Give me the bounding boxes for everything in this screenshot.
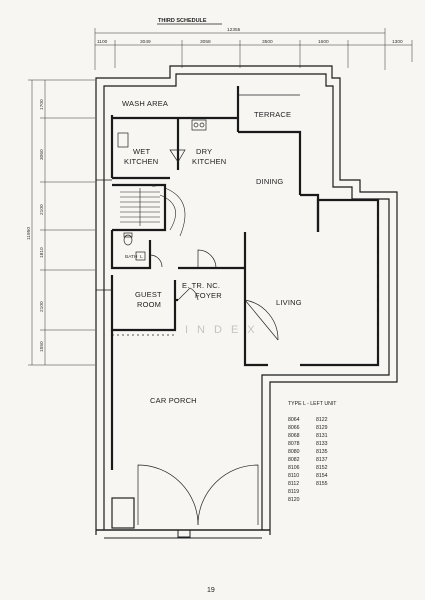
room-label-dry-kitchen-1: DRY	[196, 147, 212, 156]
unit-number: 8137	[316, 457, 328, 463]
unit-number: 8078	[288, 441, 300, 447]
unit-number: 8112	[288, 481, 299, 487]
top-dimension-3: 3058	[200, 39, 211, 45]
room-label-terrace: TERRACE	[254, 110, 291, 119]
left-dimension-3: 2100	[39, 204, 45, 215]
staircase	[120, 187, 186, 237]
top-dimension-2: 3049	[140, 39, 151, 45]
unit-number: 8064	[288, 417, 300, 423]
unit-number: 8080	[288, 449, 300, 455]
car-porch-front	[96, 497, 270, 539]
room-label-guest-room-2: ROOM	[137, 300, 161, 309]
unit-numbers-col1: 8064 8066 8068 8078 8080 8082 8106 8110 …	[288, 417, 300, 503]
room-label-guest-room-1: GUEST	[135, 290, 162, 299]
room-label-wash-area: WASH AREA	[122, 99, 168, 108]
glazing-lines	[96, 94, 379, 360]
unit-number: 8120	[288, 497, 300, 503]
unit-number: 8154	[316, 473, 328, 479]
unit-type-heading: TYPE L - LEFT UNIT	[288, 401, 337, 407]
unit-number: 8066	[288, 425, 300, 431]
room-label-living: LIVING	[276, 298, 302, 307]
site-boundary	[95, 65, 398, 535]
unit-number: 8155	[316, 481, 328, 487]
room-label-wet-kitchen-1: WET	[133, 147, 150, 156]
top-right-dimension: 1300	[392, 39, 403, 45]
room-label-car-porch: CAR PORCH	[150, 396, 197, 405]
unit-number: 8152	[316, 465, 328, 471]
watermark: INDEX	[185, 324, 264, 336]
unit-number: 8110	[288, 473, 299, 479]
room-label-dining: DINING	[256, 177, 283, 186]
left-dimensions	[28, 79, 95, 366]
room-label-foyer-2: FOYER	[195, 291, 222, 300]
left-dimension-2: 3060	[39, 149, 45, 160]
left-dimension-5: 2100	[39, 301, 45, 312]
room-label-wet-kitchen-2: KITCHEN	[124, 157, 158, 166]
bath-fixtures	[123, 232, 146, 261]
overall-depth-dimension: 11950	[26, 227, 32, 240]
room-label-bath: BATH	[125, 254, 138, 260]
unit-number: 8133	[316, 441, 328, 447]
room-label-foyer-1: E. TR. NC.	[182, 281, 220, 290]
unit-number: 8135	[316, 449, 328, 455]
kitchen-fixtures	[117, 119, 207, 163]
unit-number: 8106	[288, 465, 300, 471]
overall-width-dimension: 12355	[227, 27, 241, 33]
top-dimension-5: 1600	[318, 39, 329, 45]
unit-number: 8129	[316, 425, 328, 431]
left-dimension-1: 1700	[39, 99, 45, 110]
unit-number: 8119	[288, 489, 299, 495]
door-swings	[137, 249, 279, 526]
unit-number: 8131	[316, 433, 328, 439]
left-dimension-4: 1810	[39, 247, 45, 258]
house-walls	[110, 86, 380, 470]
bath-note: L	[140, 254, 143, 260]
stair-note: S.	[152, 183, 157, 189]
unit-numbers-col2: 8122 8129 8131 8133 8135 8137 8152 8154 …	[316, 417, 328, 487]
top-dimensions	[94, 28, 413, 70]
unit-number: 8068	[288, 433, 300, 439]
unit-number: 8122	[316, 417, 328, 423]
top-dimension-4: 3500	[262, 39, 273, 45]
left-dimension-6: 1550	[39, 341, 45, 352]
top-dimension-1: 1100	[97, 39, 108, 45]
page-number: 19	[207, 587, 215, 594]
unit-number: 8082	[288, 457, 300, 463]
schedule-title: THIRD SCHEDULE	[158, 18, 207, 24]
room-label-dry-kitchen-2: KITCHEN	[192, 157, 226, 166]
